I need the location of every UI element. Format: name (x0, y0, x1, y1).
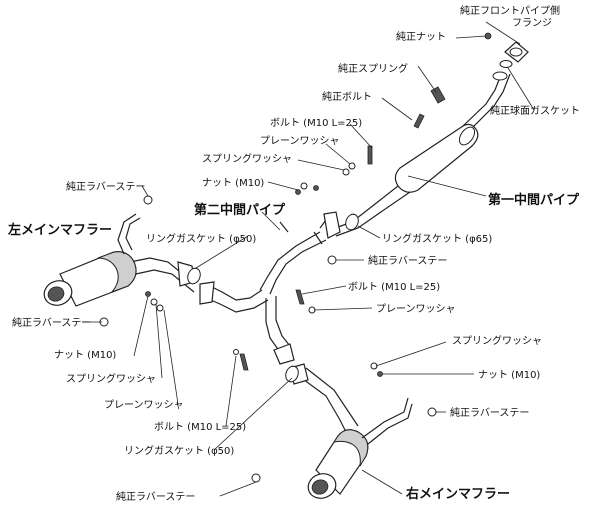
label-oem-rubber-stay-center: 純正ラバーステー (368, 254, 447, 267)
label-oem-rubber-stay-left-top: 純正ラバーステー (66, 180, 145, 193)
label-ring-gasket-50-bottom: リングガスケット (φ50) (124, 444, 234, 457)
label-plain-washer-mid: プレーンワッシャ (376, 303, 456, 315)
label-bolt-m10-bottom: ボルト (M10 L=25) (154, 421, 246, 433)
label-oem-rubber-stay-left-bottom: 純正ラバーステー (12, 316, 91, 329)
label-oem-rubber-stay-right: 純正ラバーステー (450, 406, 529, 419)
rubber-stay-bottom (251, 473, 261, 483)
label-oem-bolt: 純正ボルト (322, 90, 372, 103)
front-pipe-flange (499, 41, 529, 68)
rubber-stay-top-left (143, 195, 153, 205)
label-second-mid-pipe: 第二中間パイプ (194, 202, 286, 218)
label-first-mid-pipe: 第一中間パイプ (488, 192, 580, 208)
label-nut-m10-left: ナット (M10) (54, 349, 116, 361)
rubber-stay-center (327, 255, 337, 265)
label-front-pipe-flange-2: フランジ (512, 17, 552, 29)
label-nut-m10-top: ナット (M10) (202, 177, 264, 189)
label-oem-spring: 純正スプリング (338, 62, 408, 75)
ring-gasket-50-top (187, 267, 201, 285)
label-bolt-m10-top: ボルト (M10 L=25) (270, 117, 362, 129)
label-oem-rubber-stay-bottom: 純正ラバーステー (116, 490, 195, 503)
ring-gasket-65 (345, 213, 359, 231)
label-ring-gasket-65: リングガスケット (φ65) (382, 232, 492, 245)
label-oem-spherical-gasket: 純正球面ガスケット (490, 104, 580, 117)
label-left-main-muffler: 左メインマフラー (8, 222, 112, 238)
label-spring-washer-left: スプリングワッシャ (66, 372, 156, 385)
label-spring-washer-top: スプリングワッシャ (202, 152, 292, 165)
label-oem-nut: 純正ナット (396, 30, 446, 43)
label-nut-m10-right: ナット (M10) (478, 369, 540, 381)
label-bolt-m10-mid: ボルト (M10 L=25) (348, 281, 440, 293)
second-mid-pipe-shape (199, 221, 327, 365)
part-labels: 純正フロントパイプ側 フランジ 純正ナット 純正スプリング 純正ボルト 純正球面… (8, 4, 580, 503)
label-ring-gasket-50-top: リングガスケット (φ50) (146, 232, 256, 245)
label-front-pipe-flange-1: 純正フロントパイプ側 (460, 4, 560, 17)
label-plain-washer-top: プレーンワッシャ (260, 135, 340, 147)
right-main-muffler-shape (289, 363, 413, 499)
rubber-stay-right (427, 407, 437, 417)
spherical-gasket (499, 60, 513, 68)
exhaust-system-drawing (43, 32, 529, 499)
first-mid-pipe-shape (319, 71, 511, 239)
ring-gasket-50-bottom (285, 365, 299, 383)
label-spring-washer-right: スプリングワッシャ (452, 334, 542, 347)
label-plain-washer-left: プレーンワッシャ (104, 399, 184, 411)
label-right-main-muffler: 右メインマフラー (405, 486, 510, 502)
leader-lines (82, 21, 535, 497)
